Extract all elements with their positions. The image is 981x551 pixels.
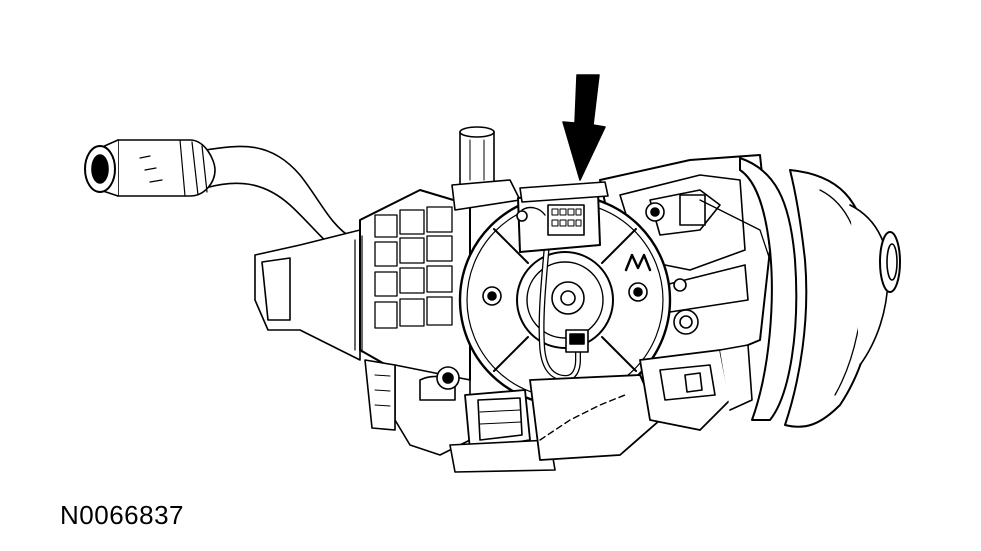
figure-id-label: N0066837 [60, 500, 184, 530]
lower-housing [364, 344, 753, 473]
clockspring-electrical-connector [516, 181, 609, 253]
brand-logo [624, 253, 652, 272]
pointer-arrow [562, 74, 606, 181]
clockspring [458, 193, 672, 407]
ignition-boot [739, 157, 901, 428]
top-connector-post [451, 126, 521, 211]
left-housing [254, 189, 471, 381]
multifunction-stalk [84, 139, 353, 263]
